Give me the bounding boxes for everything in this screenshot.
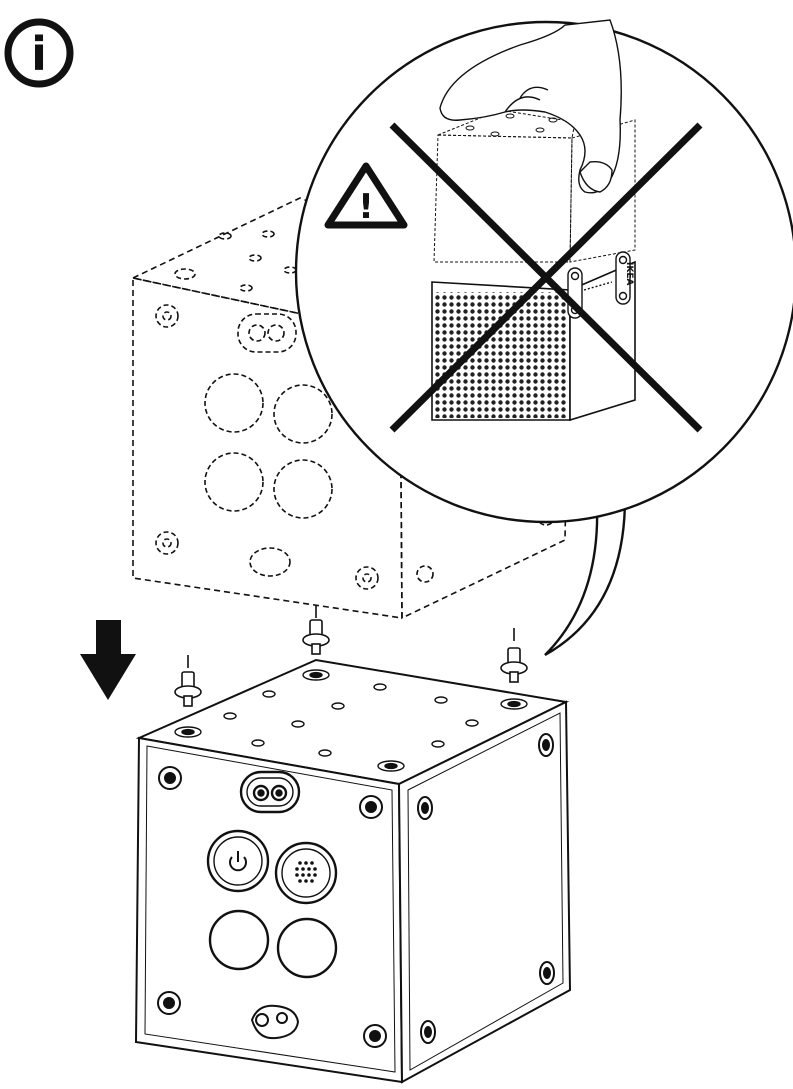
connector-pin (175, 655, 201, 706)
speaker-cube (136, 660, 570, 1082)
pairing-button (276, 843, 336, 903)
power-button (208, 831, 268, 891)
power-socket (241, 772, 299, 812)
brand-tag: IKEA (624, 262, 634, 285)
warning-glyph: ! (358, 187, 374, 227)
info-icon: i (8, 22, 70, 84)
speaker-grille (434, 292, 568, 418)
blank-button (278, 919, 336, 977)
blank-button (210, 911, 268, 969)
bottom-connector (252, 1006, 298, 1038)
down-arrow-icon (80, 620, 136, 700)
info-glyph: i (31, 27, 47, 81)
connector-pin (501, 628, 527, 682)
connector-pin (303, 605, 329, 654)
